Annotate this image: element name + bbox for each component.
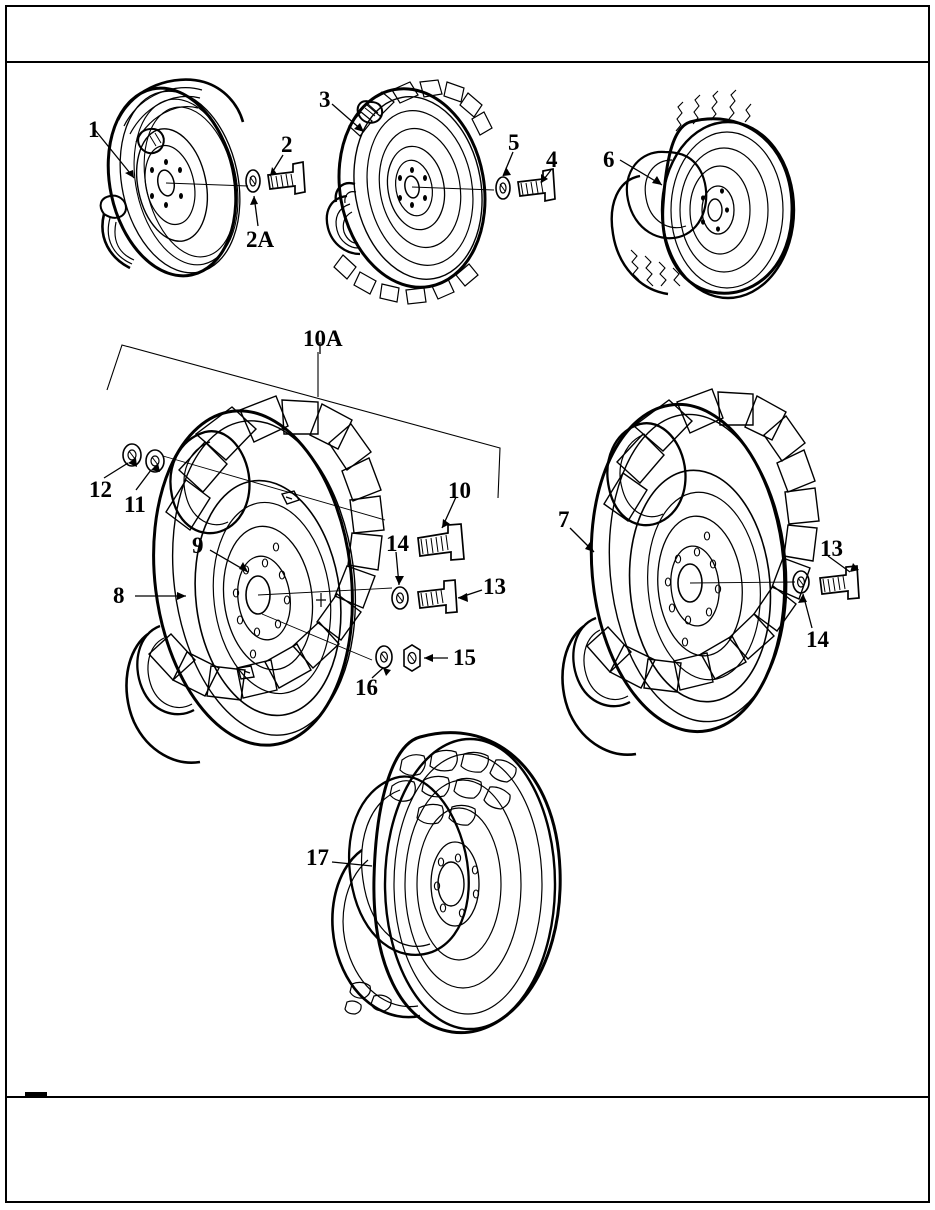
part-13-hex-head-bolt <box>417 579 458 614</box>
callout-label-1: 1 <box>88 117 100 142</box>
part-7-rear-drive-wheel-right <box>561 388 820 756</box>
callout-label-8: 8 <box>113 583 125 608</box>
callout-leader-lines <box>94 103 859 867</box>
part-6-wide-flotation-tire <box>610 89 796 300</box>
page-frame-border <box>5 5 930 1203</box>
footer-tick-mark <box>25 1092 47 1096</box>
part-15-hex-nut <box>403 644 421 672</box>
part-16-lock-washer <box>375 645 393 669</box>
part-14-flat-washer <box>391 586 409 610</box>
part-8-9-rear-drive-wheel-assembly <box>125 395 393 764</box>
part-1-front-rib-tire-and-rim <box>99 78 249 278</box>
callout-label-12: 12 <box>89 477 112 502</box>
callout-label-14-right: 14 <box>806 627 829 652</box>
callout-label-17: 17 <box>306 845 329 870</box>
part-10-carriage-bolt <box>417 523 465 561</box>
callout-label-13: 13 <box>483 574 506 599</box>
part-2-hex-head-bolt <box>267 160 306 196</box>
part-3-front-lug-tire-and-rim <box>325 79 495 305</box>
callout-label-6: 6 <box>603 147 615 172</box>
part-12-hex-nut <box>122 443 142 467</box>
callout-label-13-right: 13 <box>820 536 843 561</box>
part-17-turf-tread-tire <box>331 731 562 1035</box>
callout-label-2: 2 <box>281 132 293 157</box>
callout-label-3: 3 <box>319 87 331 112</box>
part-14-flat-washer-right <box>792 570 810 594</box>
part-4-hex-head-bolt <box>517 167 556 203</box>
callout-label-4: 4 <box>546 147 558 172</box>
page-header-band <box>5 5 930 63</box>
page-footer-band <box>5 1096 930 1203</box>
callout-label-10A: 10A <box>303 326 343 351</box>
part-13-hex-head-bolt-right <box>819 565 860 600</box>
callout-label-16: 16 <box>355 675 378 700</box>
callout-label-14: 14 <box>386 531 409 556</box>
callout-label-7: 7 <box>558 507 570 532</box>
callout-label-9: 9 <box>192 533 204 558</box>
callout-label-10: 10 <box>448 478 471 503</box>
bracket-10A <box>106 344 501 499</box>
callout-label-5: 5 <box>508 130 520 155</box>
callout-label-15: 15 <box>453 645 476 670</box>
callout-label-2A: 2A <box>246 227 275 252</box>
part-2A-flat-washer <box>245 169 261 193</box>
callout-label-11: 11 <box>124 492 146 517</box>
part-5-flat-washer <box>495 176 511 200</box>
